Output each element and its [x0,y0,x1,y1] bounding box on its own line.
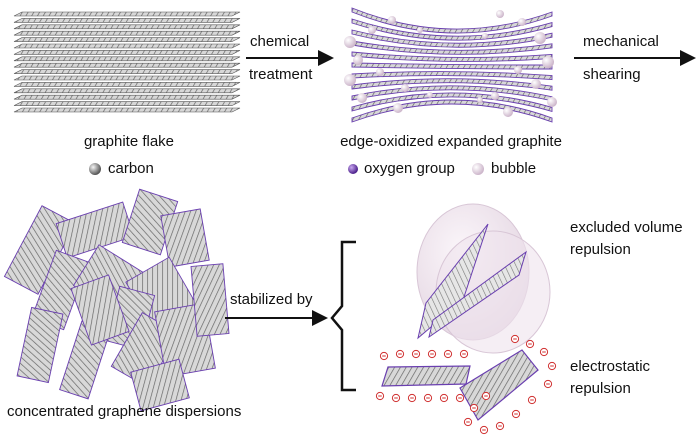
label-treatment: treatment [249,66,313,83]
label-excluded-volume: excluded volume [570,219,683,236]
bubble [491,92,499,100]
graphene-sheet [130,358,190,412]
graphene-sheet [55,201,135,259]
bubble [353,55,363,65]
bubble [393,103,403,113]
label-carbon: carbon [108,160,154,177]
bubble [534,32,546,44]
excluded-volume-illustration [416,203,551,354]
graphite-sheet [13,30,241,36]
carbon-legend-icon [89,163,101,175]
bubble [344,74,356,86]
bubble [477,97,483,103]
oxidized-sheet [351,7,553,34]
label-chemical: chemical [250,33,310,50]
graphite-sheet [13,75,241,81]
bubble [503,107,513,117]
graphite-sheet [13,88,241,94]
oxidized-sheet [351,18,553,41]
bubble [496,10,504,18]
bubble [542,56,554,68]
graphite-sheet [13,62,241,68]
label-edge-oxidized: edge-oxidized expanded graphite [340,133,562,150]
bubble [547,97,557,107]
graphite-sheet [13,37,241,42]
oxidized-sheet [351,62,553,70]
graphene-sheet [160,208,210,268]
bubble [357,93,367,103]
graphene-sheet [16,306,64,384]
graphite-sheet [13,107,241,113]
bubble [427,92,433,98]
label-excluded-repulsion: repulsion [570,241,631,258]
bubble [482,33,488,39]
label-stabilized-by: stabilized by [230,291,313,308]
label-mechanical: mechanical [583,33,659,50]
bubble-legend-icon [472,163,484,175]
graphite-sheet [13,82,241,87]
graphite-sheet [13,24,241,30]
label-oxygen-group: oxygen group [364,160,455,177]
graphite-sheet [13,101,241,106]
label-bubble: bubble [491,160,537,177]
graphite-sheet [13,43,241,49]
graphite-sheet [13,94,241,100]
graphite-sheet [13,18,241,23]
bubble [417,27,423,33]
graphite-sheet [13,56,241,62]
bubble [376,68,384,76]
expanded-graphite [344,7,557,123]
oxidized-sheet [351,71,553,81]
graphene-dispersion-cluster [3,188,230,412]
graphene-sheet [190,263,230,337]
bubble [518,18,526,26]
bubble [401,84,409,92]
label-concentrated-dispersions: concentrated graphene dispersions [7,403,242,420]
oxidized-sheet [351,40,553,55]
label-shearing: shearing [583,66,641,83]
oxidized-sheet [351,29,553,48]
graphite-flake-stack [13,11,241,113]
graphene-sheet [70,274,130,346]
bubble [531,79,541,89]
electrostatic-illustration [375,334,557,435]
label-electrostatic-repulsion: repulsion [570,380,631,397]
oxygen-group-legend-icon [348,164,358,174]
oxidized-sheet [351,92,553,112]
oxidized-sheet [351,78,553,91]
bracket [330,240,356,392]
label-graphite-flake: graphite flake [83,133,175,150]
bubble [344,36,356,48]
bubble [388,16,396,24]
bubble [514,66,522,74]
label-electrostatic: electrostatic [570,358,651,375]
graphite-sheet [13,50,241,55]
graphite-sheet [13,11,241,17]
bubble [368,26,376,34]
graphite-sheet [13,69,241,74]
